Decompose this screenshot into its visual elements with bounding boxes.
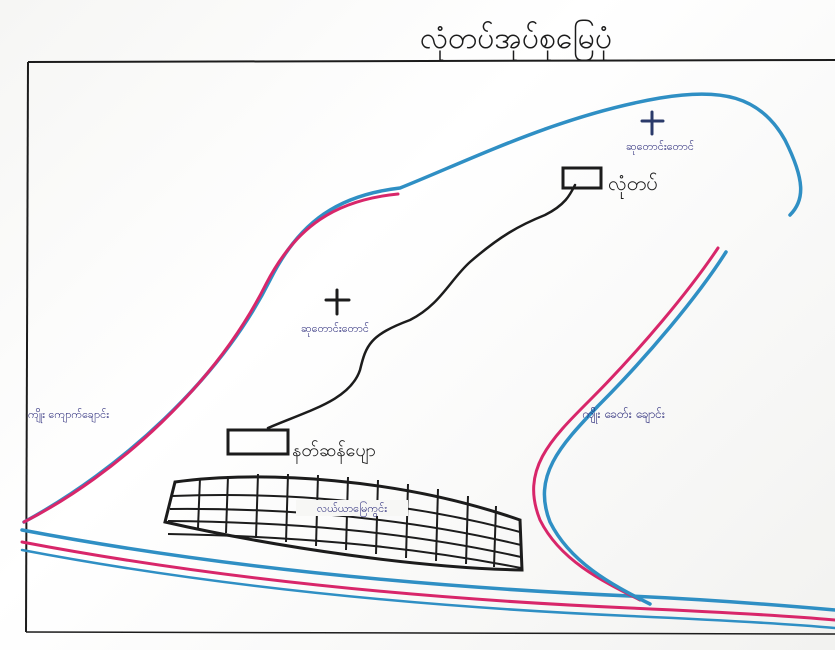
church-top-label: ဆုတောင်းတောင် bbox=[626, 140, 694, 155]
township-boundary bbox=[20, 92, 835, 630]
village-bottom-label: နတ်ဆန်ပျော bbox=[292, 440, 376, 464]
boundary-right-red bbox=[532, 246, 720, 602]
boundary-outer-red bbox=[22, 192, 400, 524]
village-top-label: လုံတပ် bbox=[608, 171, 658, 199]
cross-icon bbox=[324, 288, 351, 316]
house-box-icon bbox=[561, 166, 603, 190]
map-title: လုံတပ်အုပ်စုမြေပုံ bbox=[420, 19, 612, 62]
church-middle-label: ဆုတောင်းတောင် bbox=[301, 322, 369, 337]
boundary-bottom-red bbox=[20, 540, 835, 622]
village-trail-path bbox=[266, 183, 577, 430]
boundary-right-blue bbox=[542, 250, 728, 606]
brick-pattern-icon bbox=[163, 473, 524, 572]
frame-bottom-line bbox=[25, 631, 835, 635]
field-label: လယ်ယာမြေကွင်း bbox=[317, 501, 387, 517]
cross-icon bbox=[640, 110, 665, 136]
boundary-bottom-blue bbox=[20, 528, 835, 612]
frame-left-line bbox=[25, 61, 29, 633]
frame-top-line bbox=[27, 59, 835, 63]
boundary-bottom-blue-2 bbox=[20, 548, 835, 630]
house-box-icon bbox=[226, 428, 290, 456]
right-boundary-label: ကျိုး ခေတ်း ချောင်း bbox=[582, 406, 665, 424]
left-boundary-label: ကျိုး ကျောက်ချောင်း bbox=[28, 408, 109, 423]
field-label-bg bbox=[296, 500, 408, 516]
